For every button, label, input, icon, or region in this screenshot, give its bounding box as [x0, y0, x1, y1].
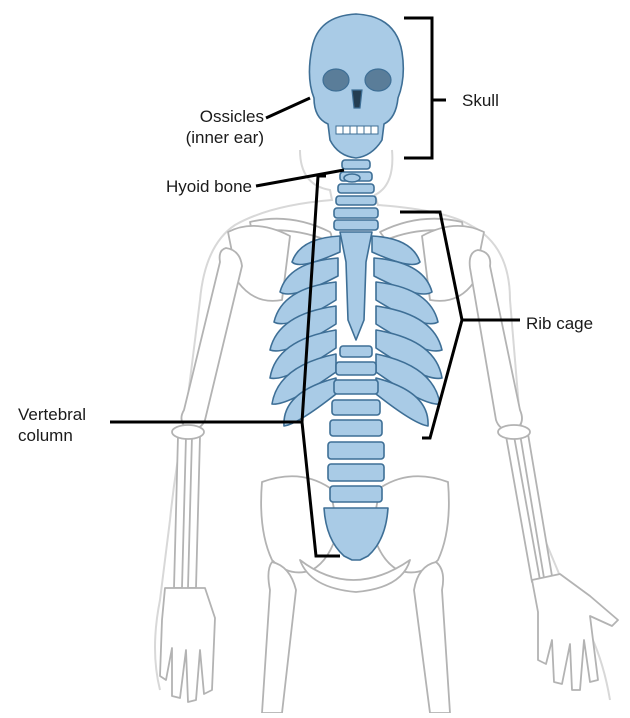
- ossicles-label-line2: (inner ear): [150, 127, 264, 148]
- vertebral-label-line1: Vertebral: [18, 404, 86, 425]
- lower-vertebrae: [328, 346, 384, 502]
- right-femur: [414, 562, 450, 713]
- left-ulna: [188, 436, 200, 588]
- sacrum: [324, 508, 388, 560]
- skull-label: Skull: [462, 90, 499, 111]
- ossicles-label: Ossicles (inner ear): [150, 106, 264, 148]
- left-radius: [174, 436, 186, 588]
- right-elbow: [498, 425, 530, 439]
- left-elbow: [172, 425, 204, 439]
- vertebral-column-label: Vertebral column: [18, 404, 86, 446]
- ossicles-label-line1: Ossicles: [150, 106, 264, 127]
- left-hand: [160, 588, 215, 702]
- left-femur: [262, 562, 296, 713]
- hyoid-label: Hyoid bone: [120, 176, 252, 197]
- left-eye-socket: [323, 69, 349, 91]
- hyoid-leader: [256, 170, 344, 186]
- vertebral-label-line2: column: [18, 425, 86, 446]
- left-humerus: [181, 248, 242, 429]
- right-eye-socket: [365, 69, 391, 91]
- nasal-cavity: [352, 90, 362, 108]
- sternum: [340, 232, 372, 340]
- hyoid-bone: [344, 174, 360, 182]
- teeth: [336, 126, 378, 134]
- ossicles-leader: [266, 98, 310, 118]
- skull-bracket: [404, 18, 446, 158]
- rib-cage-label: Rib cage: [526, 313, 593, 334]
